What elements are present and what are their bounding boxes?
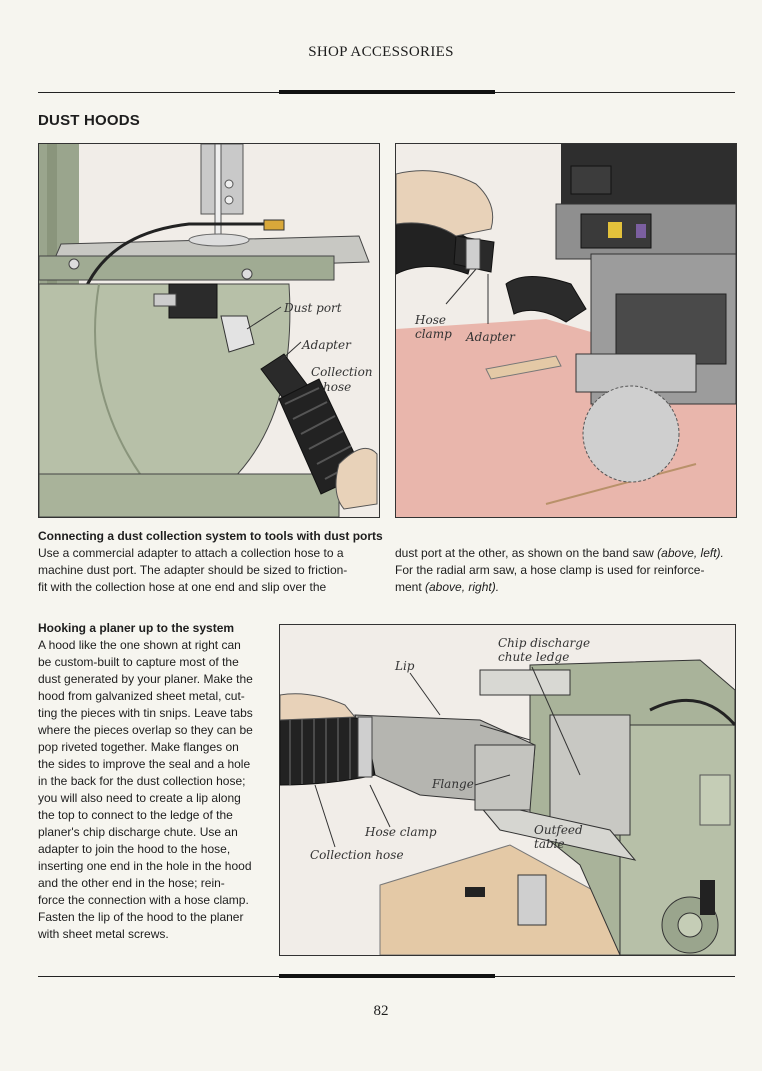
caption-title-dust-ports: Connecting a dust collection system to t… (38, 529, 383, 543)
label-flange: Flange (431, 777, 474, 791)
caption-body-right: dust port at the other, as shown on the … (395, 546, 724, 594)
label-dust-port: Dust port (283, 301, 342, 315)
label-hose-clamp-2: Hose clamp (364, 825, 437, 839)
label-adapter-2: Adapter (465, 330, 516, 344)
footer-rule-accent (279, 974, 495, 978)
caption-title-planer: Hooking a planer up to the system (38, 621, 235, 635)
running-header: SHOP ACCESSORIES (308, 44, 454, 60)
section-title: DUST HOODS (38, 112, 141, 129)
caption-body-planer: A hood like the one shown at right can b… (38, 638, 253, 941)
page-number: 82 (373, 1003, 389, 1019)
caption-body-left: Use a commercial adapter to attach a col… (38, 546, 348, 594)
label-adapter: Adapter (301, 338, 352, 352)
label-lip: Lip (394, 659, 415, 673)
label-collection-hose-2: Collection hose (310, 848, 404, 862)
header-rule-accent (279, 90, 495, 94)
